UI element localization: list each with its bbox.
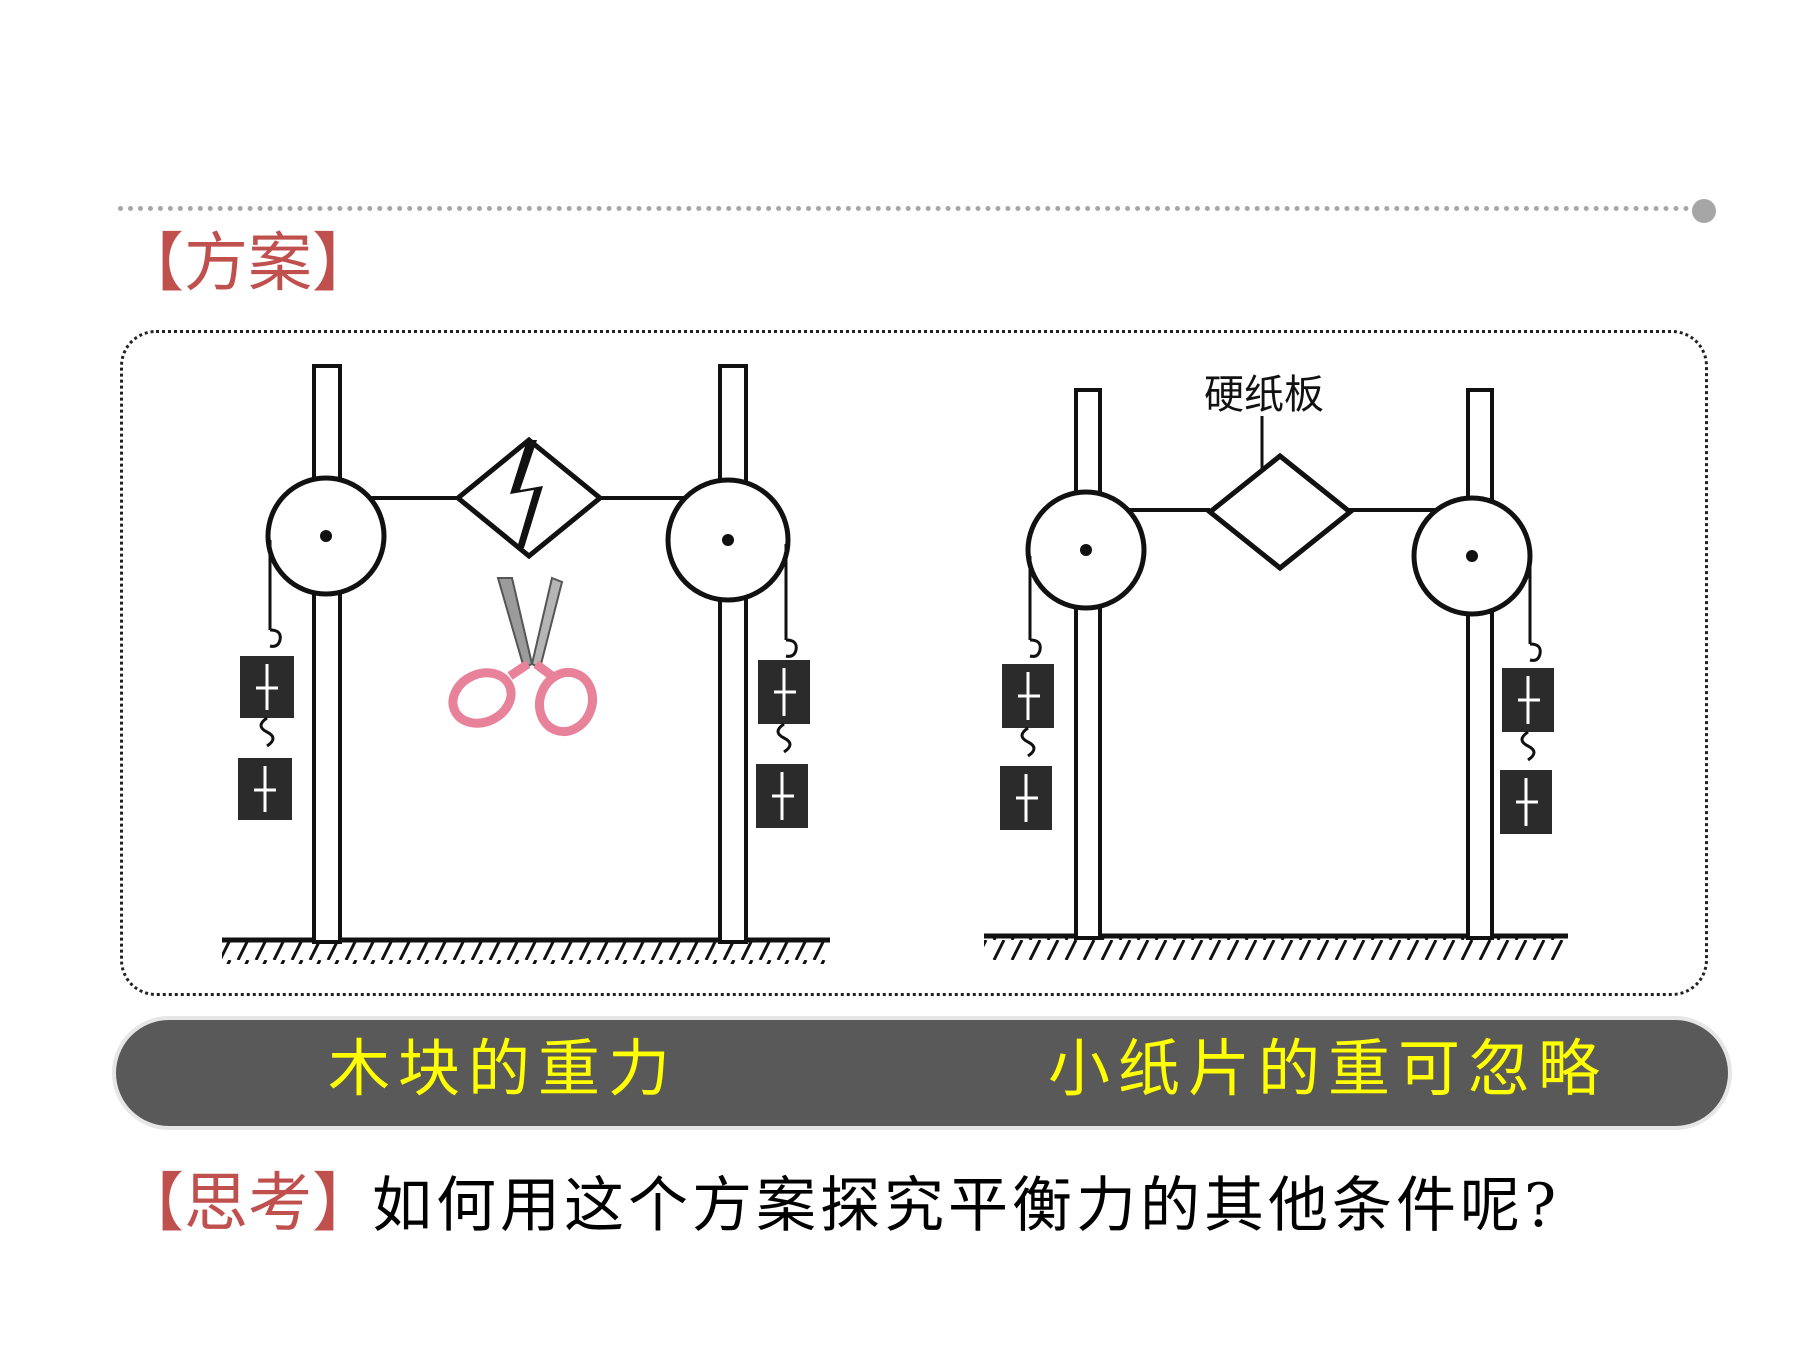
dotted-divider — [118, 206, 1700, 216]
weight-icon — [1500, 642, 1554, 834]
divider-end-dot — [1692, 199, 1716, 223]
think-title: 【思考】 — [120, 1167, 376, 1241]
weight-icon — [756, 638, 810, 828]
pulley-icon — [1411, 495, 1533, 617]
pulley-icon — [665, 477, 791, 603]
think-question: 如何用这个方案探究平衡力的其他条件呢? — [372, 1171, 1561, 1241]
caption-bar — [112, 1016, 1732, 1130]
weight-icon — [238, 628, 294, 820]
right-rod-a — [1074, 388, 1102, 940]
scissors-icon — [448, 576, 597, 737]
figure-frame — [120, 330, 1708, 996]
caption-left: 木块的重力 — [328, 1032, 679, 1105]
left-cardboard — [454, 436, 604, 560]
left-apparatus — [222, 364, 830, 964]
lightning-crack-icon — [510, 440, 543, 548]
caption-right: 小纸片的重可忽略 — [1048, 1032, 1609, 1105]
cardboard-label: 硬纸板 — [1204, 372, 1324, 418]
pulley-icon — [1025, 489, 1147, 611]
section-title: 【方案】 — [120, 227, 376, 301]
right-rod-b — [1466, 388, 1494, 940]
left-rod-b — [718, 364, 748, 944]
right-cardboard — [1205, 452, 1355, 572]
right-apparatus: 硬纸板 — [984, 372, 1568, 960]
left-rod-a — [312, 364, 342, 944]
pulley-icon — [265, 475, 387, 597]
weight-icon — [1000, 638, 1054, 830]
